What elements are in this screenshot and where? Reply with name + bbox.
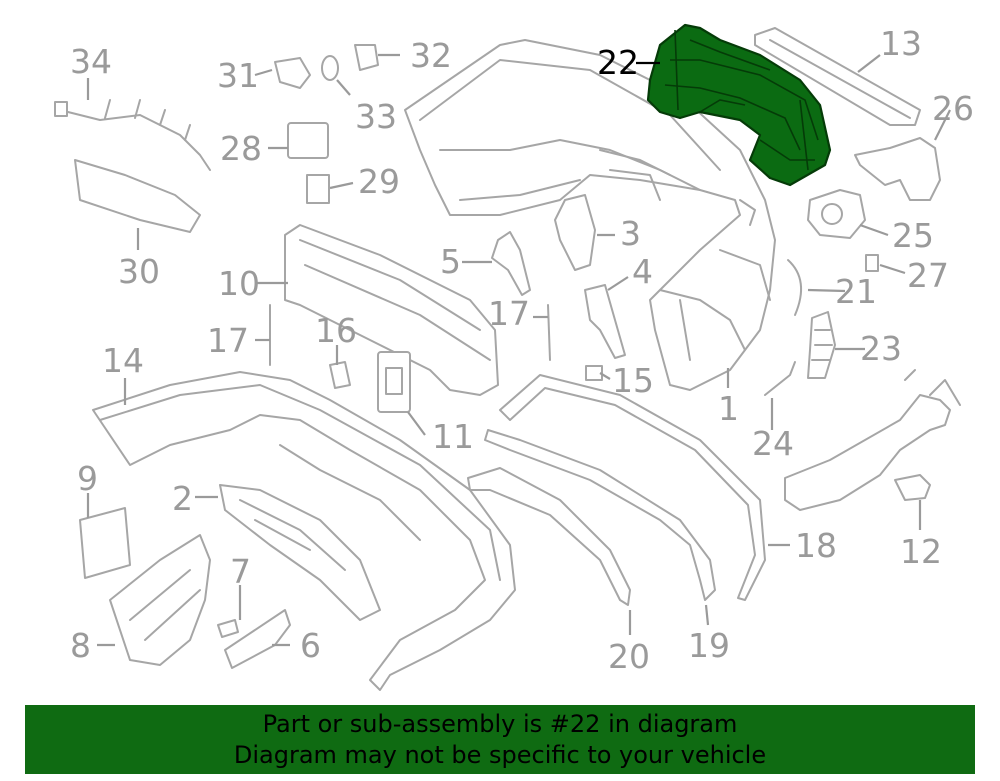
- part-3-bracket: [554, 194, 596, 271]
- label-11: 11: [432, 417, 474, 456]
- part-30-strap: [74, 159, 201, 233]
- part-25-housing: [807, 189, 866, 239]
- label-5: 5: [440, 242, 461, 281]
- part-28-cover: [287, 122, 329, 159]
- part-19-trim: [484, 429, 716, 601]
- part-18-trim: [499, 374, 766, 601]
- label-29: 29: [358, 162, 400, 201]
- part-2-absorber: [219, 484, 381, 621]
- part-24-wire: [764, 361, 796, 396]
- label-33: 33: [355, 97, 397, 136]
- label-17b: 17: [488, 294, 530, 333]
- part-6-bracket: [224, 609, 291, 669]
- parts-diagram: 1 2 3 4 5 6 7 8 9 10 11 12 13 14 15 16 1…: [54, 23, 974, 691]
- part-13-sill: [754, 27, 921, 126]
- part-31-connector: [274, 57, 311, 89]
- label-24: 24: [752, 424, 794, 463]
- label-27: 27: [907, 256, 949, 295]
- part-15-clip: [585, 365, 603, 381]
- label-15: 15: [612, 361, 654, 400]
- banner-line-1: Part or sub-assembly is #22 in diagram: [262, 709, 738, 738]
- part-12-tow-hitch: [784, 369, 961, 511]
- label-9: 9: [77, 459, 98, 498]
- part-29-clip: [306, 174, 330, 204]
- label-1: 1: [718, 389, 739, 428]
- label-31: 31: [217, 56, 259, 95]
- banner-line-2: Diagram may not be specific to your vehi…: [233, 740, 767, 769]
- label-13: 13: [880, 24, 922, 63]
- part-20-trim: [467, 467, 631, 606]
- label-34: 34: [70, 42, 112, 81]
- part-5-bracket: [491, 231, 531, 296]
- label-6: 6: [300, 626, 321, 665]
- part-17-stud-right: [547, 304, 551, 361]
- part-16-clip: [329, 361, 351, 389]
- label-25: 25: [892, 216, 934, 255]
- label-17a: 17: [207, 321, 249, 360]
- label-7: 7: [230, 552, 251, 591]
- label-18: 18: [795, 526, 837, 565]
- label-30: 30: [118, 252, 160, 291]
- part-21-arc: [787, 259, 803, 316]
- label-32: 32: [410, 36, 452, 75]
- label-12: 12: [900, 532, 942, 571]
- part-1-bumper-cover: [404, 39, 776, 391]
- label-28: 28: [220, 129, 262, 168]
- part-14-lower-cover: [92, 371, 516, 691]
- part-4-bracket: [584, 284, 626, 359]
- info-banner: Part or sub-assembly is #22 in diagram D…: [25, 705, 975, 774]
- label-14: 14: [102, 341, 144, 380]
- label-19: 19: [688, 626, 730, 665]
- label-3: 3: [620, 214, 641, 253]
- label-10: 10: [218, 264, 260, 303]
- part-34-harness: [54, 99, 211, 171]
- part-23-grille: [807, 311, 836, 379]
- label-2: 2: [172, 479, 193, 518]
- label-8: 8: [70, 626, 91, 665]
- label-26: 26: [932, 89, 974, 128]
- part-10-impact-beam: [284, 224, 499, 396]
- part-8-bracket: [109, 534, 211, 666]
- part-33-ring: [321, 55, 339, 81]
- leader-lines: [86, 53, 951, 647]
- label-23: 23: [860, 329, 902, 368]
- part-22-highlighted: [646, 23, 832, 187]
- part-27-sensor: [865, 254, 879, 272]
- label-21: 21: [835, 272, 877, 311]
- part-7-clip: [217, 619, 239, 638]
- part-26-bracket: [854, 137, 941, 201]
- label-20: 20: [608, 637, 650, 676]
- label-4: 4: [632, 252, 653, 291]
- label-22: 22: [597, 43, 639, 82]
- callout-labels: 1 2 3 4 5 6 7 8 9 10 11 12 13 14 15 16 1…: [70, 24, 974, 676]
- label-16: 16: [315, 311, 357, 350]
- part-11-plate: [377, 351, 411, 413]
- part-32-connector: [354, 44, 379, 71]
- part-9-plate: [79, 507, 131, 579]
